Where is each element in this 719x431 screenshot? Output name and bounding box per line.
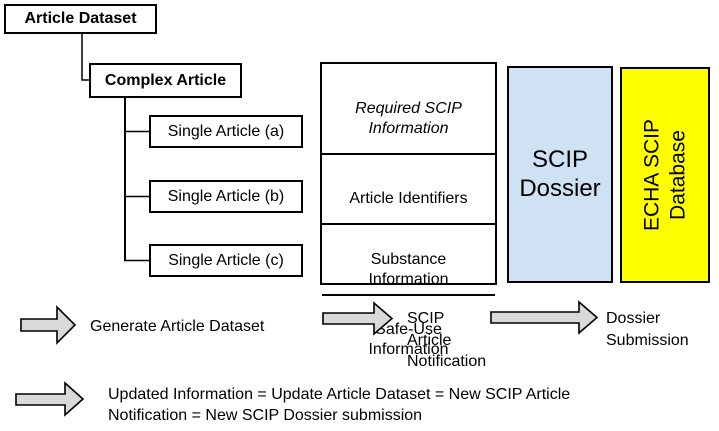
generate-article-dataset-label: Generate Article Dataset bbox=[90, 318, 265, 335]
single-article-c-box: Single Article (c) bbox=[149, 244, 303, 277]
complex-article-box: Complex Article bbox=[89, 63, 242, 98]
scip-dossier-box: SCIP Dossier bbox=[507, 66, 613, 283]
table-row: Substance Information bbox=[322, 245, 495, 296]
right-arrow-icon bbox=[490, 300, 599, 335]
scip-article-notification-label: SCIP Article Notification bbox=[407, 310, 487, 370]
right-arrow-icon bbox=[322, 301, 394, 336]
single-article-b-box: Single Article (b) bbox=[149, 180, 303, 213]
article-dataset-box: Article Dataset bbox=[4, 4, 157, 34]
dossier-submission-label: Dossier Submission bbox=[606, 310, 689, 349]
update-cycle-note: Updated Information = Update Article Dat… bbox=[108, 386, 571, 424]
required-scip-information-table: Required SCIP Information Article Identi… bbox=[320, 62, 497, 358]
echa-scip-database-box: ECHA SCIP Database bbox=[620, 67, 710, 283]
single-article-a-box: Single Article (a) bbox=[149, 115, 303, 148]
echa-scip-database-label: ECHA SCIP Database bbox=[640, 118, 689, 232]
table-header: Required SCIP Information bbox=[322, 84, 495, 155]
table-row: Article Identifiers bbox=[322, 175, 495, 225]
right-arrow-icon bbox=[15, 381, 85, 417]
right-arrow-icon bbox=[20, 305, 77, 345]
table-row: Safe-Use Information bbox=[368, 320, 449, 358]
